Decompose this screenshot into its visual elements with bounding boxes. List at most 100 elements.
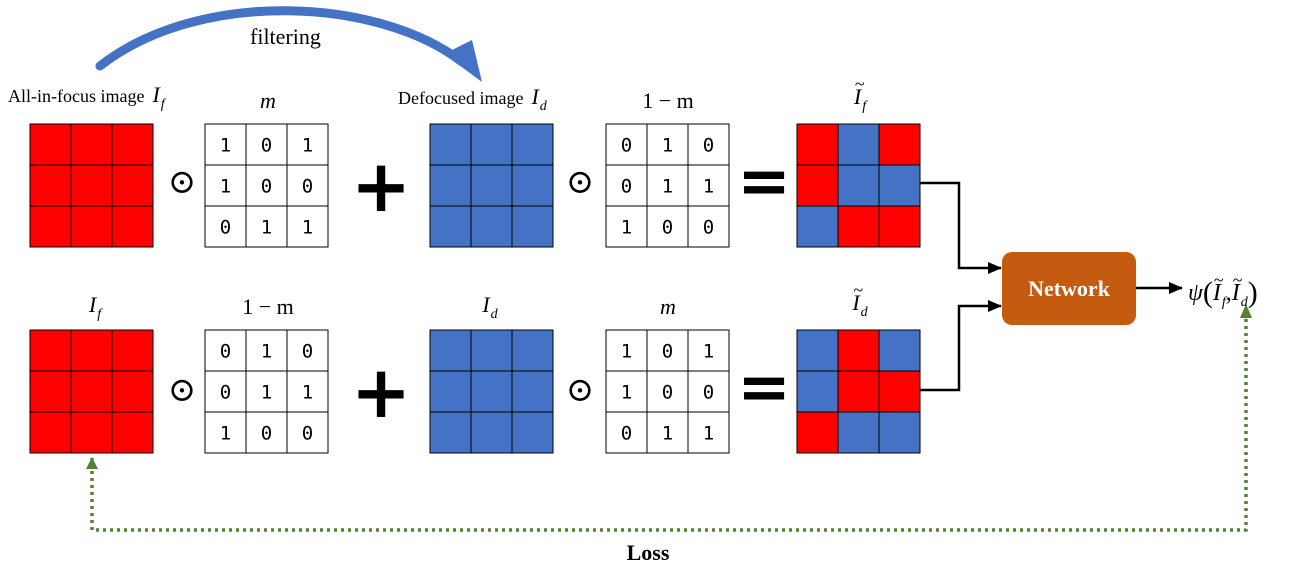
inv-mask-grid-top-cell (605, 205, 648, 248)
mask-grid-top-cell (245, 205, 288, 248)
mask-grid-top-value: 1 (302, 217, 313, 239)
top-inv-mask-label: 1 − m (642, 88, 694, 113)
inv-mask-grid-top-cell (646, 123, 689, 166)
allfocus-grid-top-cell (111, 123, 154, 166)
inv-mask-grid-bottom-value: 1 (220, 423, 231, 445)
allfocus-grid-bottom-cell (111, 329, 154, 372)
inv-mask-grid-top-cell (646, 205, 689, 248)
output-arg1-sub: f (1221, 295, 1226, 310)
output-arg2-sub: d (1240, 295, 1248, 310)
hadamard-operator-top-2: ⊙ (565, 164, 595, 201)
inv-mask-grid-top-cell (687, 123, 730, 166)
defocus-grid-top-cell (429, 123, 472, 166)
inv-mask-grid-bottom-value: 1 (302, 382, 313, 404)
result-grid-top-cell (837, 205, 880, 248)
inv-mask-grid-bottom-value: 0 (261, 423, 272, 445)
mask-grid-bottom-cell (646, 329, 689, 372)
mask-grid-bottom-value: 0 (662, 382, 673, 404)
allfocus-grid-top-cell (111, 205, 154, 248)
bottom-focus-symbol: I (88, 292, 97, 317)
mask-grid-top-value: 0 (261, 176, 272, 198)
result-grid-top-cell (796, 205, 839, 248)
hadamard-operator-bottom-1: ⊙ (167, 372, 197, 409)
mask-grid-top-cell (245, 123, 288, 166)
result-grid-bottom-cell (878, 411, 921, 454)
mask-grid-top-cell (204, 205, 247, 248)
bottom-focus-label: If (88, 292, 101, 322)
allfocus-grid-top-cell (70, 205, 113, 248)
mask-grid-bottom-value: 1 (703, 341, 714, 363)
allfocus-grid-bottom-cell (111, 411, 154, 454)
result-grid-bottom (796, 329, 921, 454)
defocus-grid-top (429, 123, 554, 248)
defocus-symbol: I (531, 84, 539, 109)
allfocus-caption: All-in-focus image (8, 86, 145, 106)
inv-mask-grid-bottom-cell (286, 370, 329, 413)
result-grid-bottom-cell (837, 329, 880, 372)
mask-grid-top-cell (286, 123, 329, 166)
network-box (1002, 252, 1136, 325)
bottom-defocus-symbol: I (482, 292, 490, 317)
inv-mask-grid-top-value: 1 (621, 217, 632, 239)
allfocus-grid-top-cell (70, 123, 113, 166)
bottom-inv-mask-label: 1 − m (242, 294, 294, 319)
inv-mask-grid-top-cell (687, 205, 730, 248)
mask-grid-bottom-cell (605, 329, 648, 372)
mask-grid-bottom-cell (687, 370, 730, 413)
output-arg1-symbol: I (1212, 280, 1221, 306)
plus-operator-top: + (350, 144, 412, 228)
inv-mask-grid-top-value: 0 (662, 217, 673, 239)
inv-mask-grid-top-value: 0 (621, 135, 632, 157)
defocus-grid-bottom (429, 329, 554, 454)
allfocus-grid-top-cell (29, 123, 72, 166)
allfocus-grid-bottom-cell (70, 370, 113, 413)
mask-grid-bottom-value: 1 (662, 423, 673, 445)
inv-mask-grid-bottom-cell (245, 329, 288, 372)
filtering-arrowhead (444, 40, 482, 82)
allfocus-grid-bottom-cell (29, 411, 72, 454)
loss-label: Loss (626, 540, 670, 565)
allfocus-grid-top-cell (111, 164, 154, 207)
result-grid-top-cell (878, 123, 921, 166)
inv-mask-grid-bottom-value: 0 (220, 382, 231, 404)
loss-feedback-line (86, 312, 1248, 532)
allfocus-caption-label: All-in-focus image If (8, 84, 165, 112)
hadamard-operator-bottom-2: ⊙ (565, 372, 595, 409)
inv-mask-grid-top-value: 0 (703, 135, 714, 157)
inv-mask-grid-bottom-cell (245, 370, 288, 413)
mask-grid-bottom-value: 0 (703, 382, 714, 404)
loss-arrowhead-output (1240, 304, 1252, 318)
output-psi: ψ (1188, 280, 1203, 306)
top-result-label: ~If (853, 74, 867, 114)
defocus-grid-top-cell (470, 123, 513, 166)
mask-grid-bottom-value: 0 (621, 423, 632, 445)
mask-grid-bottom-value: 1 (621, 382, 632, 404)
inv-mask-grid-bottom-cell (245, 411, 288, 454)
mask-grid-top-cell (204, 164, 247, 207)
result-grid-bottom-cell (837, 370, 880, 413)
inv-mask-grid-bottom-value: 1 (261, 382, 272, 404)
defocus-grid-bottom-cell (429, 370, 472, 413)
mask-grid-top-value: 0 (261, 135, 272, 157)
bottom-mask-label: m (660, 294, 676, 319)
result-grid-top (796, 123, 921, 248)
result-grid-top-cell (837, 123, 880, 166)
mask-grid-bottom-value: 1 (703, 423, 714, 445)
inv-mask-grid-bottom-cell (286, 411, 329, 454)
result-grid-top-cell (796, 123, 839, 166)
inv-mask-grid-top-value: 1 (703, 176, 714, 198)
mask-grid-top-cell (286, 164, 329, 207)
defocus-sub: d (539, 99, 547, 114)
defocus-grid-top-cell (429, 164, 472, 207)
defocus-grid-top-cell (470, 164, 513, 207)
bottom-focus-sub: f (97, 307, 102, 322)
allfocus-grid-top-cell (29, 164, 72, 207)
defocus-grid-bottom-cell (511, 329, 554, 372)
defocus-grid-top-cell (511, 164, 554, 207)
inv-mask-grid-bottom-value: 0 (302, 423, 313, 445)
result-grid-bottom-cell (796, 329, 839, 372)
allfocus-grid-top-cell (29, 205, 72, 248)
mask-grid-top-value: 0 (302, 176, 313, 198)
defocus-grid-bottom-cell (470, 370, 513, 413)
